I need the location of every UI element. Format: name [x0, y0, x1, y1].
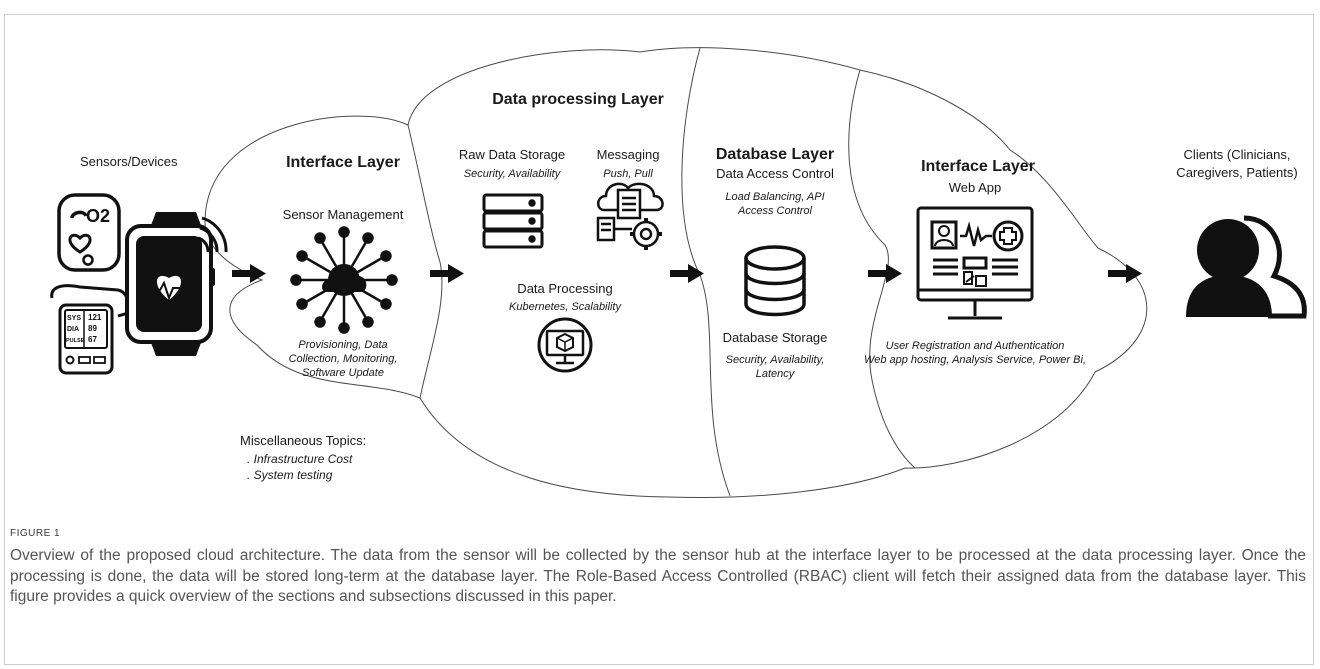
database-layer-title: Database Layer	[715, 146, 835, 163]
web-app-detail-2: Web app hosting, Analysis Service, Power…	[864, 354, 1086, 366]
pulse-oximeter-icon	[57, 193, 121, 272]
messaging-cloud-gear-icon	[596, 182, 664, 250]
figure-caption: Overview of the proposed cloud architect…	[10, 547, 1306, 605]
clients-label-line-2: Caregivers, Patients)	[1176, 165, 1298, 180]
database-icon	[744, 245, 806, 317]
data-access-control-sub-1: Load Balancing, API	[725, 191, 825, 203]
bp-dia-value: 89	[88, 324, 97, 333]
misc-topic-system-testing: . System testing	[247, 468, 333, 482]
bp-sys-label: SYS	[67, 315, 81, 322]
bp-pulse-value: 67	[88, 335, 97, 344]
clients-users-icon	[1186, 215, 1307, 319]
data-processing-label: Data Processing	[517, 281, 613, 296]
interface-layer-left-title: Interface Layer	[286, 154, 400, 171]
figure-frame	[4, 14, 1314, 665]
server-storage-icon	[482, 193, 544, 249]
flow-arrow-database	[670, 264, 704, 283]
database-storage-sub-2: Latency	[755, 368, 795, 380]
oximeter-o2-label: O2	[86, 206, 110, 226]
flow-arrow-interface	[868, 264, 902, 283]
misc-topics-title: Miscellaneous Topics:	[240, 433, 367, 448]
sensors-devices-label: Sensors/Devices	[80, 154, 178, 169]
interface-layer-right-title: Interface Layer	[921, 158, 1035, 175]
clients-label-line-1: Clients (Clinicians,	[1183, 147, 1291, 162]
database-storage-sub-1: Security, Availability,	[725, 354, 825, 366]
raw-data-storage-label: Raw Data Storage	[458, 147, 566, 162]
data-processing-layer-title: Data processing Layer	[492, 91, 664, 108]
sensor-management-label: Sensor Management	[282, 207, 404, 222]
sensor-management-detail-1: Provisioning, Data	[298, 339, 388, 351]
flow-arrow-sensors	[232, 264, 266, 283]
divider-processing-left	[407, 124, 443, 399]
flow-arrow-processing	[430, 264, 464, 283]
figure-label: FIGURE 1	[10, 528, 61, 539]
sensor-management-detail-2: Collection, Monitoring,	[288, 353, 398, 365]
data-access-control-sub-2: Access Control	[738, 205, 812, 217]
sensor-hub-icon	[290, 226, 398, 334]
smartwatch-icon	[125, 212, 228, 356]
data-access-control-label: Data Access Control	[716, 166, 834, 181]
bp-pulse-label: PULSE	[66, 338, 85, 344]
divider-database-interface	[848, 69, 916, 469]
web-app-monitor-icon	[916, 206, 1034, 320]
web-app-detail-1: User Registration and Authentication	[885, 340, 1065, 352]
raw-data-storage-sub: Security, Availability	[463, 168, 561, 180]
messaging-label: Messaging	[596, 147, 660, 162]
data-processing-sub: Kubernetes, Scalability	[509, 301, 621, 313]
bp-dia-label: DIA	[67, 326, 79, 333]
messaging-sub: Push, Pull	[603, 168, 653, 180]
processing-monitor-icon	[537, 317, 593, 373]
architecture-diagram: O2 SYS DIA PULSE 121 89 67	[50, 47, 1307, 499]
cloud-outline	[204, 47, 1148, 499]
database-storage-label: Database Storage	[722, 330, 828, 345]
bp-sys-value: 121	[88, 313, 102, 322]
sensor-management-detail-3: Software Update	[302, 367, 384, 379]
web-app-label: Web App	[948, 180, 1002, 195]
misc-topic-infrastructure-cost: . Infrastructure Cost	[247, 452, 353, 466]
flow-arrow-clients	[1108, 264, 1142, 283]
bp-readings: SYS DIA PULSE 121 89 67	[66, 313, 102, 344]
